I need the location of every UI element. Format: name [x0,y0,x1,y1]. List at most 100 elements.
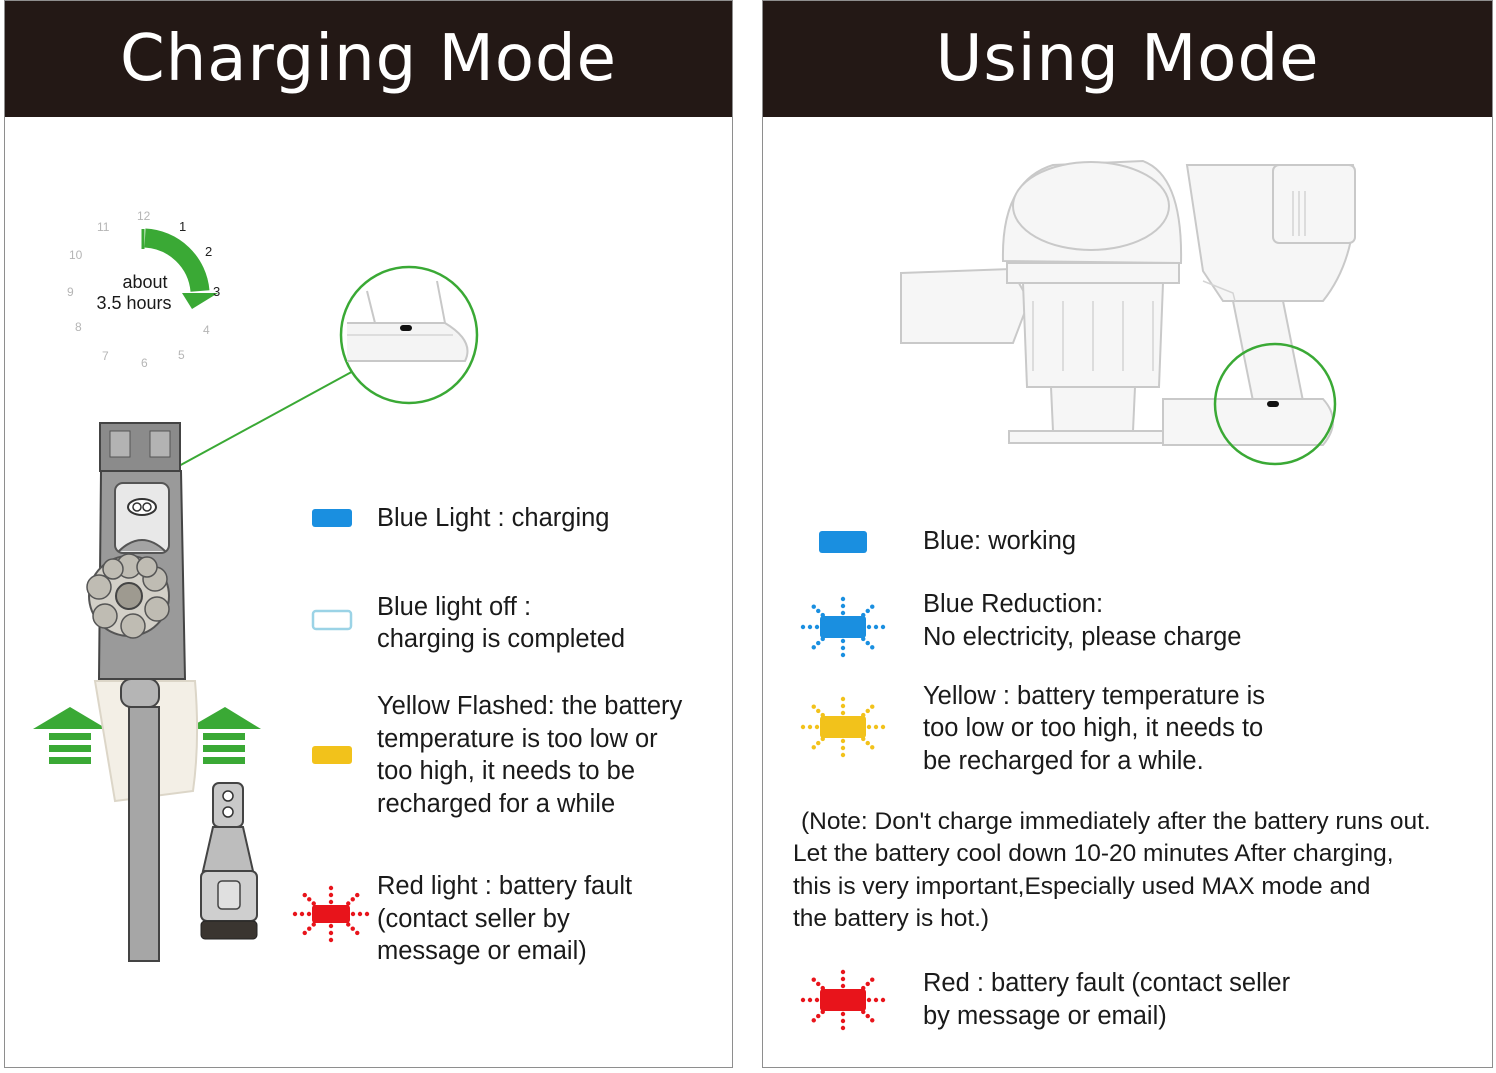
led-ray-dot [800,724,806,730]
clock-number-4: 4 [203,323,210,337]
led-ray-dot [811,745,816,750]
led-ray-dot [840,983,846,989]
red-flashing-icon [800,969,886,1031]
led-ray-dot [861,636,866,642]
led-ray-dot [870,604,875,609]
note-line4: the battery is hot.) [793,905,990,932]
led-ray-dot [840,745,846,751]
led-ray-dot [816,981,821,987]
legend-red-using-line1: Red : battery fault (contact seller [923,969,1291,997]
led-ray-dot [814,624,820,630]
led-ray-dot [865,640,870,646]
clock-number-11: 11 [97,220,110,234]
legend-blue-off-line1: Blue light off : [377,593,532,621]
led-ray-dot [328,937,334,943]
led-ray-dot [800,624,806,630]
led-ray-dot [811,977,816,982]
legend-yellow-line2: temperature is too low or [377,725,658,753]
clock-number-6: 6 [141,356,148,370]
led-ray-dot [866,997,872,1003]
led-ray-dot [861,612,866,618]
led-ray-dot [816,708,821,714]
led-ray-dot [800,997,806,1003]
led-ray-dot [861,712,866,718]
arrow-up-right-icon [187,707,261,764]
led-ray-dot [811,1018,816,1023]
led-ray-dot [307,926,312,931]
red-light-flashing-icon [292,885,370,943]
clock-number-3: 3 [213,284,221,299]
led-body [820,716,866,738]
legend-red-line1: Red light : battery fault [377,872,633,900]
led-ray-dot [840,638,846,644]
led-ray-dot [816,640,821,646]
led-ray-dot [328,899,334,905]
clock-number-7: 7 [102,349,109,363]
legend-red-line2: (contact seller by [377,905,570,933]
led-ray-dot [880,997,886,1003]
led-ray-dot [840,738,846,744]
legend-blue-off-line2: charging is completed [377,625,626,653]
led-ray-dot [816,608,821,614]
battery-led-zoom-illustration [176,265,479,468]
clock-number-8: 8 [75,320,82,334]
led-ray-dot [840,645,846,651]
led-ray-dot [328,930,334,936]
led-ray-dot [840,976,846,982]
charging-mode-title: Charging Mode [5,1,732,117]
arrow-up-left-icon [33,707,107,764]
using-legend-icons [800,531,886,1031]
led-ray-dot [820,1009,825,1015]
led-ray-dot [807,624,813,630]
legend-yellow-using-line1: Yellow : battery temperature is [923,682,1266,710]
legend-yellow-line3: too high, it needs to be [377,757,636,785]
led-ray-dot [816,1013,821,1019]
led-ray-dot [865,981,870,987]
led-ray-dot [865,608,870,614]
led-ray-dot [820,985,825,991]
led-ray-dot [840,596,846,602]
charging-mode-panel: Charging Mode 12 1 2 3 4 5 6 7 8 9 10 11… [4,0,733,1068]
blue-flashing-icon [800,596,886,658]
note-line3: this is very important,Especially used M… [793,873,1371,900]
led-ray-dot [807,997,813,1003]
clock-diagram: 12 1 2 3 4 5 6 7 8 9 10 11 about 3.5 hou… [55,201,240,371]
clock-number-9: 9 [67,285,74,299]
vacuum-charging-icon [33,422,261,962]
led-ray-dot [355,930,360,936]
led-ray-dot [807,724,813,730]
led-ray-dot [865,740,870,746]
yellow-light-icon [312,746,352,764]
led-ray-dot [328,885,334,891]
led-ray-dot [816,740,821,746]
clock-number-2: 2 [205,244,213,259]
led-ray-dot [364,911,370,917]
led-ray-dot [350,926,355,931]
led-ray-dot [880,724,886,730]
led-ray-dot [811,604,816,609]
legend-blue-charging-text: Blue Light : charging [377,504,610,532]
led-ray-dot [870,645,875,650]
led-ray-dot [866,624,872,630]
charging-legend-icons [292,509,370,943]
clock-label-about: about [122,272,168,292]
led-ray-dot [873,997,879,1003]
led-ray-dot [302,892,307,898]
led-ray-dot [880,624,886,630]
legend-yellow-using-line2: too low or too high, it needs to [923,714,1264,742]
clock-number-10: 10 [69,248,83,262]
blue-light-solid-icon [312,509,352,527]
led-ray-dot [870,745,875,750]
led-body [820,989,866,1011]
led-ray-dot [870,977,875,982]
led-ray-dot [870,704,875,709]
led-ray-dot [840,969,846,975]
led-ray-dot [870,1018,875,1023]
led-ray-dot [840,652,846,658]
clock-label-hours: 3.5 hours [96,293,172,313]
led-ray-dot [865,708,870,714]
legend-blue-working-text: Blue: working [923,527,1077,555]
led-ray-dot [840,610,846,616]
led-ray-dot [350,897,355,902]
using-mode-panel: Using Mode [762,0,1493,1068]
